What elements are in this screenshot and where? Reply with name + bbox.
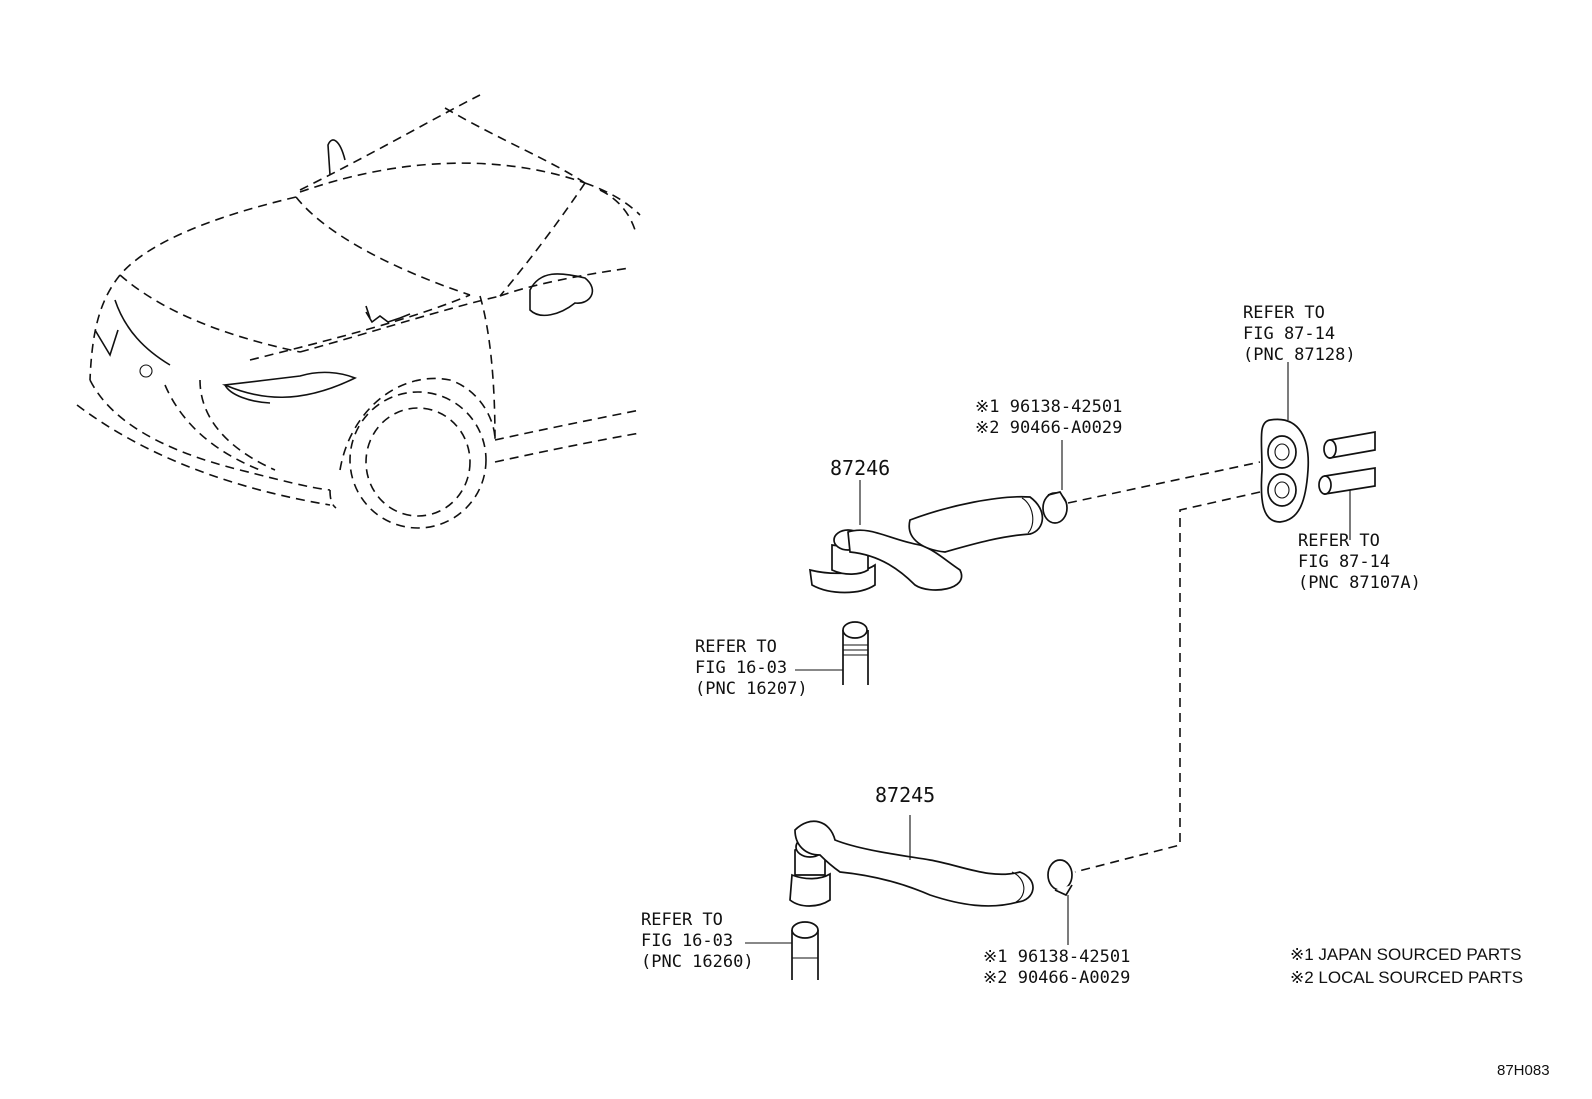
engine-ref-lower-line1: REFER TO bbox=[641, 910, 723, 930]
heater-outlet-ref-line2: FIG 87-14 bbox=[1243, 324, 1335, 344]
lower-heater-hose bbox=[789, 815, 1034, 907]
lower-hose-part-number: 87245 bbox=[875, 783, 935, 807]
upper-hose-part-number: 87246 bbox=[830, 456, 890, 480]
engine-ref-upper-line1: REFER TO bbox=[695, 637, 777, 657]
engine-ref-upper-line3: (PNC 16207) bbox=[695, 679, 808, 699]
connection-lines bbox=[1067, 461, 1261, 873]
heater-pipes-ref-line1: REFER TO bbox=[1298, 531, 1380, 551]
heater-pipes-ref-line2: FIG 87-14 bbox=[1298, 552, 1390, 572]
engine-ref-lower-line3: (PNC 16260) bbox=[641, 952, 754, 972]
upper-clamp-code-line2: ※2 90466-A0029 bbox=[975, 418, 1122, 438]
lower-clamp-code-line1: ※1 96138-42501 bbox=[983, 947, 1130, 967]
upper-clamp-code-line1: ※1 96138-42501 bbox=[975, 397, 1122, 417]
heater-pipes-ref-line3: (PNC 87107A) bbox=[1298, 573, 1421, 593]
legend-local-sourced: ※2 LOCAL SOURCED PARTS bbox=[1290, 968, 1523, 987]
engine-ref-lower-line2: FIG 16-03 bbox=[641, 931, 733, 951]
engine-ref-upper-line2: FIG 16-03 bbox=[695, 658, 787, 678]
heater-outlet-ref-line1: REFER TO bbox=[1243, 303, 1325, 323]
lower-clamp-code-line2: ※2 90466-A0029 bbox=[983, 968, 1130, 988]
engine-outlet-pipe-lower bbox=[745, 921, 819, 980]
heater-outlet-ref-line3: (PNC 87128) bbox=[1243, 345, 1356, 365]
engine-outlet-pipe-upper bbox=[795, 621, 869, 685]
upper-heater-hose bbox=[808, 480, 1044, 594]
upper-hose-clamp bbox=[1042, 440, 1068, 524]
legend-japan-sourced: ※1 JAPAN SOURCED PARTS bbox=[1290, 945, 1522, 964]
lower-hose-clamp bbox=[1047, 859, 1073, 945]
figure-code: 87H083 bbox=[1497, 1062, 1550, 1079]
vehicle-outline-illustration bbox=[76, 94, 641, 529]
heater-core-grommet bbox=[1260, 362, 1376, 540]
